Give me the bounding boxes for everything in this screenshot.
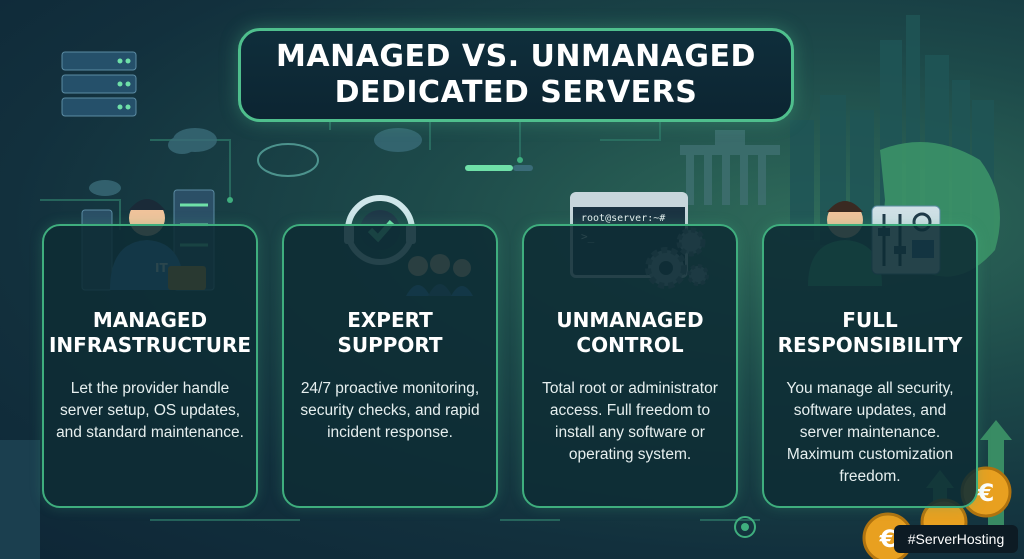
card-title-line-1: MANAGED xyxy=(92,308,208,332)
card-title-line-1: FULL xyxy=(842,308,898,332)
svg-text:€: € xyxy=(879,525,897,553)
card-title: MANAGED INFRASTRUCTURE xyxy=(44,308,256,358)
hashtag-label: #ServerHosting xyxy=(894,525,1018,553)
card-title-line-2: INFRASTRUCTURE xyxy=(48,333,252,357)
card-body: Let the provider handle server setup, OS… xyxy=(56,380,244,441)
card-expert-support: EXPERT SUPPORT 24/7 proactive monitoring… xyxy=(282,224,498,508)
card-title: EXPERT SUPPORT xyxy=(284,308,496,358)
card-title: FULL RESPONSIBILITY xyxy=(764,308,976,358)
card-title: UNMANAGED CONTROL xyxy=(524,308,736,358)
card-title-line-1: UNMANAGED xyxy=(556,308,704,332)
card-body: You manage all security, software update… xyxy=(786,380,954,485)
card-title-line-1: EXPERT xyxy=(347,308,433,332)
title-line-1: MANAGED VS. UNMANAGED xyxy=(276,39,756,74)
card-title-line-2: SUPPORT xyxy=(337,333,443,357)
card-title-line-2: RESPONSIBILITY xyxy=(777,333,963,357)
title-line-2: DEDICATED SERVERS xyxy=(334,75,698,110)
title-banner: MANAGED VS. UNMANAGED DEDICATED SERVERS xyxy=(238,28,794,122)
card-unmanaged-control: UNMANAGED CONTROL Total root or administ… xyxy=(522,224,738,508)
terminal-text: root@server:~# xyxy=(581,213,666,224)
svg-text:€: € xyxy=(977,479,995,507)
server-stack-icon xyxy=(61,51,137,117)
card-full-responsibility: FULL RESPONSIBILITY You manage all secur… xyxy=(762,224,978,508)
card-body: Total root or administrator access. Full… xyxy=(542,380,718,463)
card-managed-infrastructure: MANAGED INFRASTRUCTURE Let the provider … xyxy=(42,224,258,508)
card-body: 24/7 proactive monitoring, security chec… xyxy=(300,380,480,441)
card-title-line-2: CONTROL xyxy=(576,333,684,357)
